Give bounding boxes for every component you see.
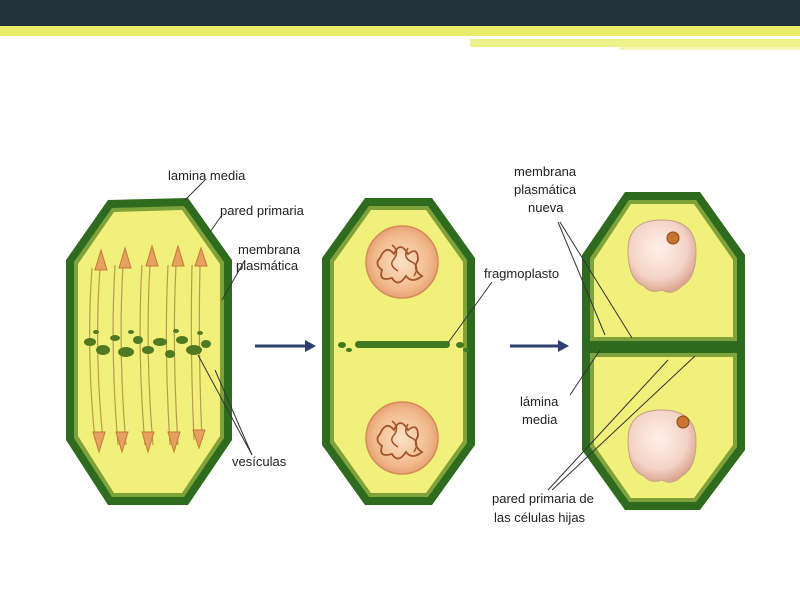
- nucleus-bottom: [365, 401, 439, 475]
- label-celulas-hijas: las células hijas: [494, 510, 586, 525]
- top-stripe-accent-thin: [620, 47, 800, 50]
- cell-3-leader-lines: [547, 221, 696, 491]
- arrow-1: [255, 340, 316, 352]
- top-stripe: [0, 26, 800, 36]
- nucleus-top: [365, 225, 439, 299]
- label-lamina: lámina: [520, 394, 559, 409]
- daughter-nucleus-bottom: [627, 409, 697, 483]
- label-pared-primaria-de: pared primaria de: [492, 491, 594, 506]
- top-bar: [0, 0, 800, 26]
- phragmoplast: [338, 341, 469, 352]
- label-membrana-1: membrana: [238, 242, 301, 257]
- top-stripe-accent: [470, 39, 800, 47]
- label-nueva: nueva: [528, 200, 564, 215]
- label-plasmatica-1: plasmática: [236, 258, 299, 273]
- cell-1-leader-lines: [184, 179, 253, 456]
- cell-2-telophase: [322, 198, 493, 505]
- label-media: media: [522, 412, 558, 427]
- middle-lamella: [590, 341, 737, 353]
- vesicles: [84, 329, 211, 358]
- label-vesiculas: vesículas: [232, 454, 287, 469]
- chromosomes-top: [94, 244, 208, 271]
- label-plasmatica-2: plasmática: [514, 182, 577, 197]
- cell-1-anaphase: [66, 179, 253, 505]
- chromosomes-bottom: [92, 429, 206, 454]
- cell-3-daughter-cells: [547, 192, 745, 510]
- label-pared-primaria: pared primaria: [220, 203, 305, 218]
- diagram-labels: lamina media pared primaria membrana pla…: [168, 164, 594, 525]
- label-fragmoplasto: fragmoplasto: [484, 266, 559, 281]
- cell-2-leader-line: [447, 281, 493, 344]
- label-membrana-2: membrana: [514, 164, 577, 179]
- label-lamina-media: lamina media: [168, 168, 246, 183]
- daughter-nucleus-top: [627, 219, 697, 293]
- arrow-2: [510, 340, 569, 352]
